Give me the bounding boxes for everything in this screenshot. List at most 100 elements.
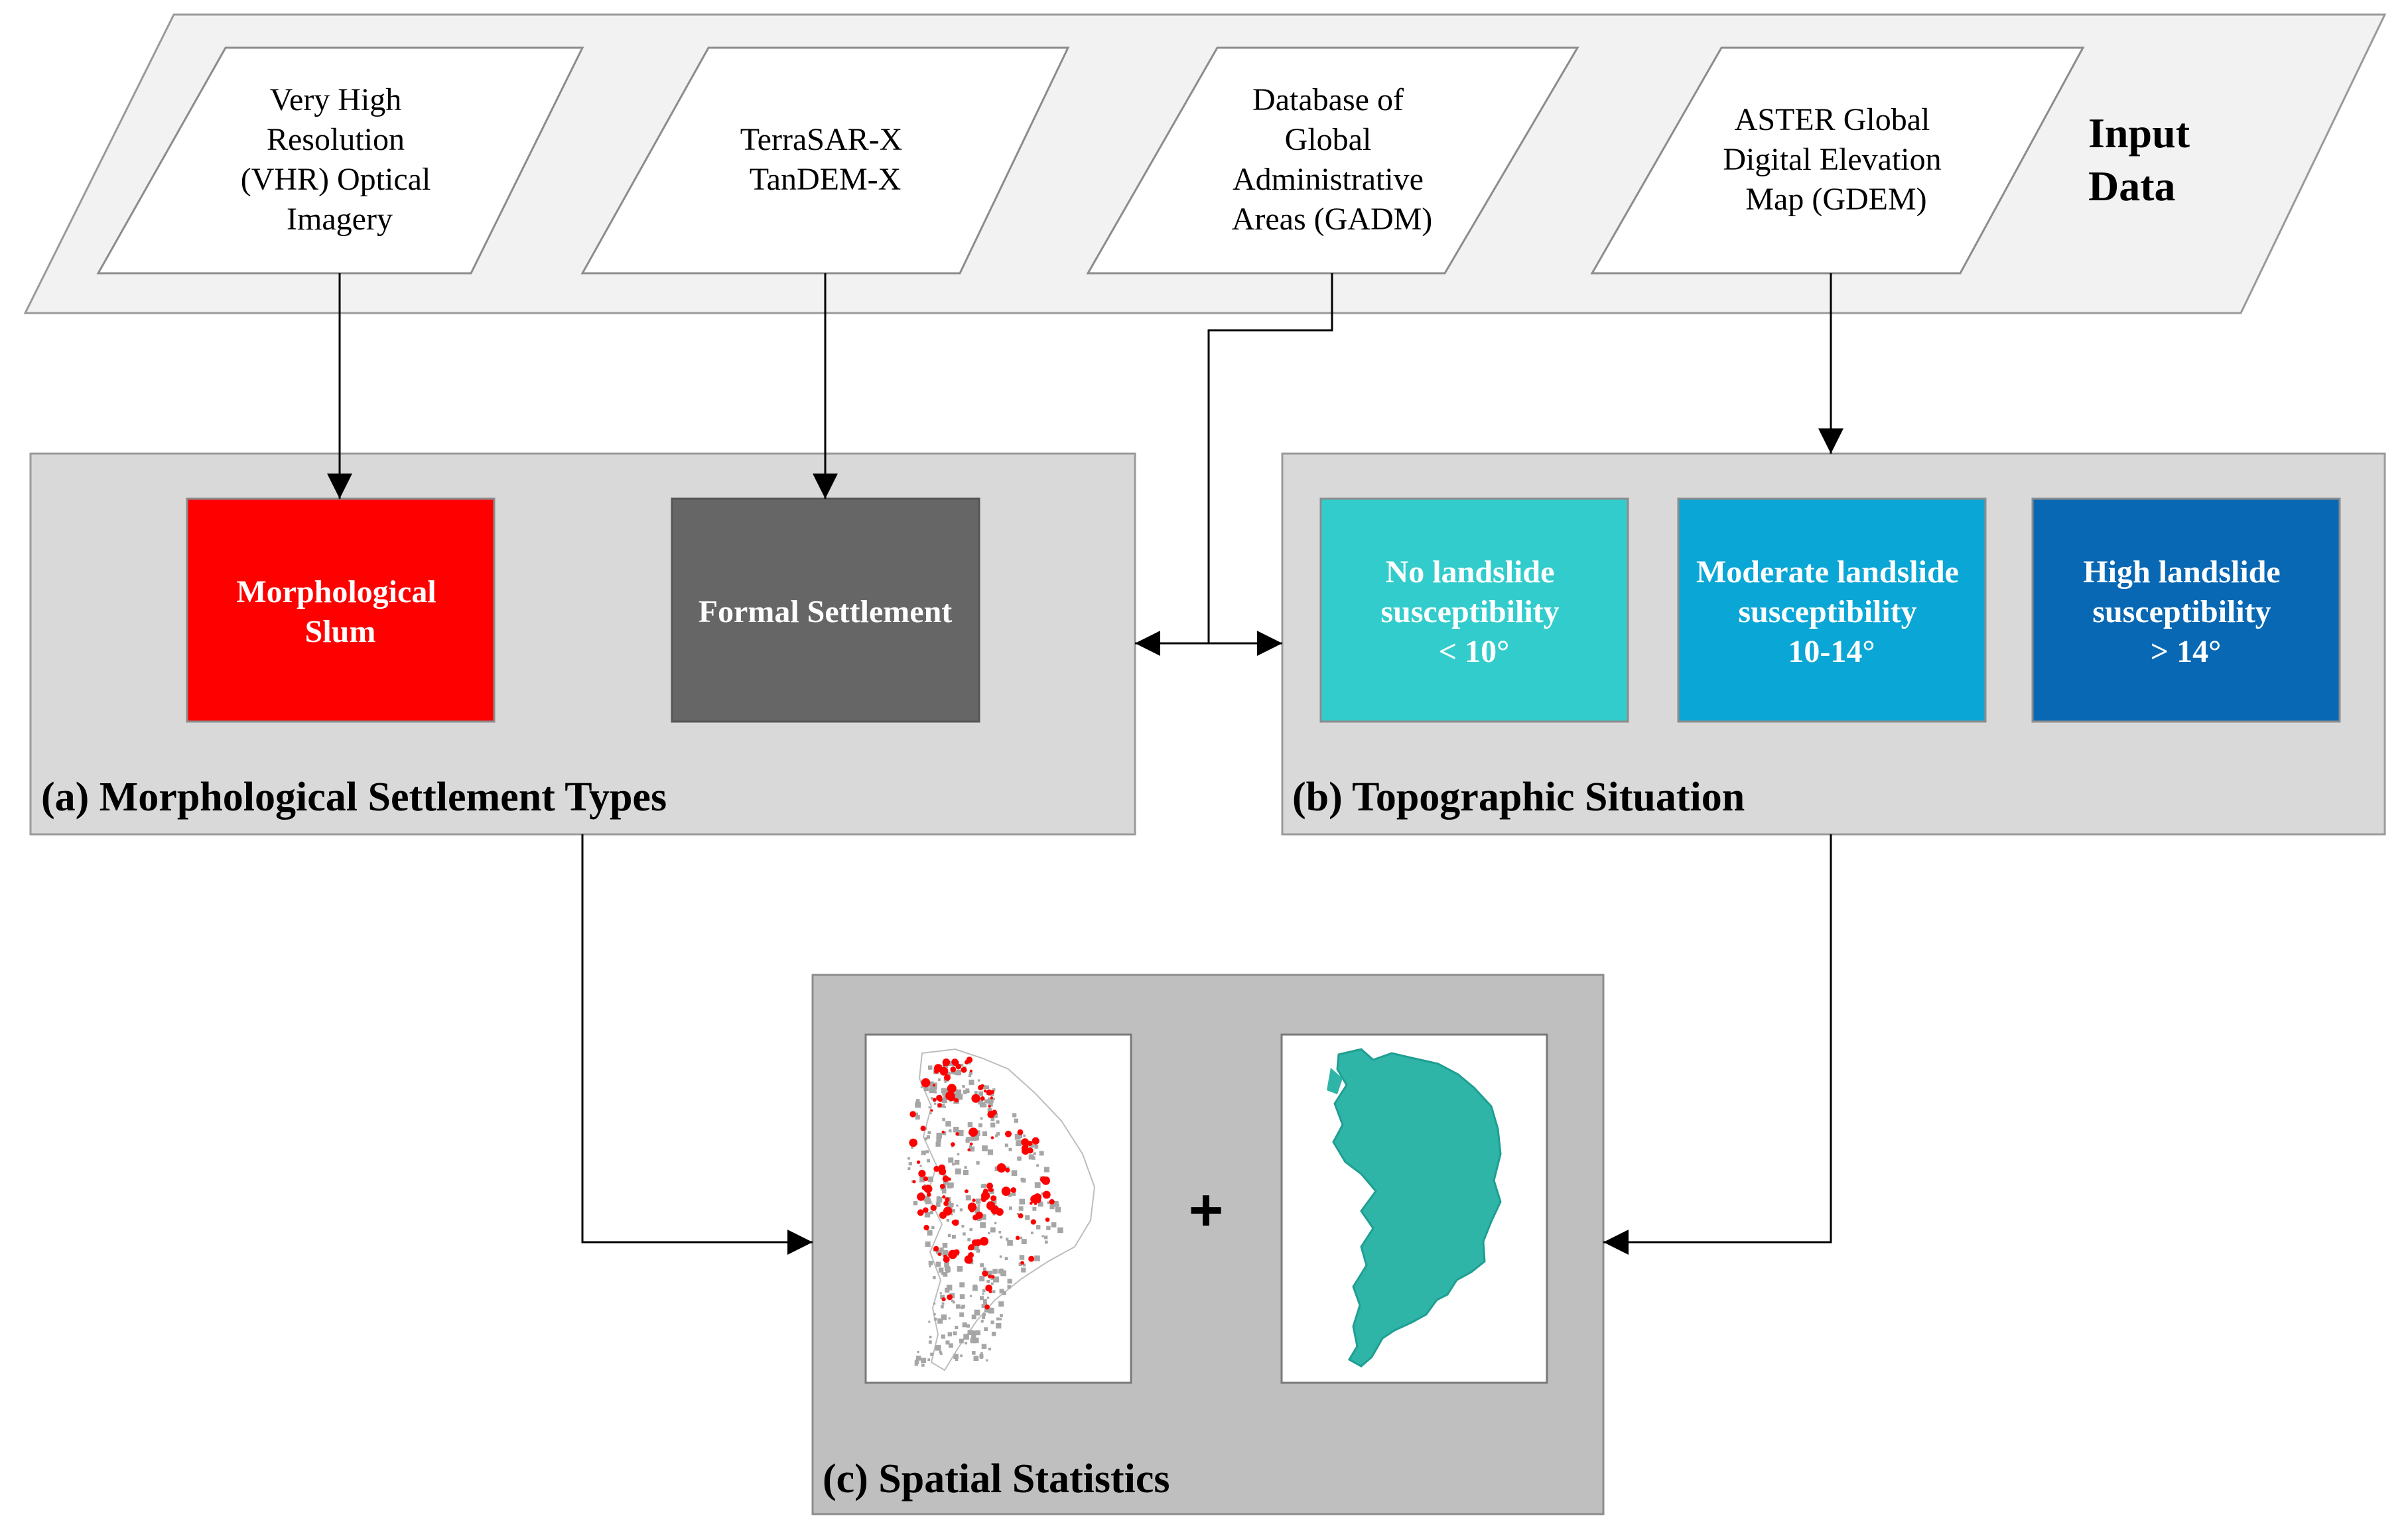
settlement-patch: [980, 1184, 985, 1188]
slum-patch: [937, 1103, 942, 1108]
settlement-patch: [958, 1267, 961, 1269]
slum-patch: [938, 1164, 946, 1172]
panel-b-title: (b) Topographic Situation: [1292, 775, 1745, 820]
settlement-patch: [963, 1334, 969, 1340]
settlement-patch: [992, 1269, 998, 1274]
slum-patch: [972, 1198, 976, 1202]
slum-patch: [941, 1297, 946, 1302]
settlement-patch: [947, 1271, 949, 1273]
settlement-patch: [963, 1170, 969, 1175]
settlement-patch: [965, 1088, 970, 1093]
settlement-patch: [980, 1356, 983, 1359]
settlement-patch: [913, 1200, 918, 1206]
slum-patch: [967, 1148, 970, 1151]
slum-patch: [953, 1249, 960, 1255]
settlement-patch: [945, 1121, 951, 1127]
settlement-patch: [1031, 1232, 1034, 1234]
settlement-patch: [982, 1289, 986, 1293]
slum-patch: [918, 1170, 926, 1178]
settlement-patch: [943, 1272, 948, 1277]
settlement-patch: [957, 1094, 963, 1100]
slum-patch: [939, 1184, 945, 1189]
settlement-patch: [971, 1332, 976, 1338]
settlement-patch: [929, 1112, 932, 1115]
slum-patch: [990, 1195, 996, 1202]
settlement-patch: [987, 1149, 994, 1155]
settlement-patch: [992, 1290, 996, 1293]
slum-patch: [969, 1069, 972, 1072]
slum-patch: [917, 1209, 924, 1216]
slum-patch: [982, 1270, 988, 1277]
settlement-patch: [948, 1129, 952, 1133]
settlement-patch: [994, 1222, 997, 1224]
settlement-patch: [945, 1088, 951, 1094]
settlement-patch: [967, 1122, 973, 1127]
elevation-map-image: [1327, 1048, 1502, 1368]
settlement-patch: [1056, 1203, 1059, 1207]
settlement-patch: [990, 1117, 995, 1121]
slum-patch: [975, 1211, 983, 1219]
slum-patch: [990, 1090, 994, 1094]
settlement-patch: [941, 1188, 947, 1194]
slum-patch: [969, 1142, 973, 1146]
settlement-patch: [1008, 1147, 1012, 1151]
settlement-patch: [955, 1089, 962, 1096]
settlement-patch: [991, 1332, 996, 1336]
settlement-patch: [929, 1265, 931, 1267]
settlement-patch: [938, 1267, 944, 1273]
settlement-patch: [921, 1150, 926, 1155]
settlement-patch: [1018, 1206, 1024, 1211]
settlement-patch: [952, 1163, 955, 1166]
settlement-patch: [967, 1330, 973, 1335]
slum-patch: [942, 1058, 951, 1066]
slum-patch: [955, 1063, 962, 1070]
slum-patch: [984, 1304, 990, 1310]
settlement-patch: [948, 1061, 953, 1066]
settlement-patch: [917, 1351, 919, 1354]
settlement-patch: [962, 1085, 965, 1088]
settlement-patch: [933, 1317, 937, 1321]
settlement-patch: [923, 1086, 929, 1092]
settlement-patch: [939, 1247, 944, 1252]
settlement-patch: [935, 1251, 939, 1254]
settlement-patch: [907, 1157, 910, 1160]
settlement-patch: [925, 1150, 929, 1154]
settlement-patch: [947, 1182, 953, 1188]
settlement-patch: [941, 1305, 944, 1309]
settlement-patch: [945, 1340, 950, 1345]
settlement-patch: [1020, 1177, 1024, 1182]
slum-patch: [912, 1180, 916, 1184]
settlement-patch: [1000, 1314, 1003, 1318]
moderate-landslide-box: [1677, 497, 1987, 723]
settlement-patch: [946, 1285, 953, 1291]
slum-patch: [947, 1294, 953, 1301]
settlement-patch: [936, 1132, 943, 1139]
settlement-patch: [935, 1141, 941, 1147]
slum-patch: [917, 1192, 925, 1201]
slum-patch: [988, 1274, 992, 1279]
settlement-patch: [927, 1131, 931, 1135]
slum-patch: [986, 1089, 992, 1096]
settlement-patch: [955, 1168, 961, 1175]
settlement-patch: [941, 1104, 945, 1108]
settlement-patch: [1017, 1156, 1022, 1161]
settlement-patch: [907, 1167, 911, 1171]
slum-patch: [980, 1096, 985, 1101]
slum-patch: [991, 1275, 995, 1279]
slum-patch: [985, 1284, 992, 1292]
moderate-landslide-label: Moderate landslide susceptibility 10-14°: [1696, 554, 1967, 669]
settlement-map-image: [907, 1048, 1096, 1372]
settlement-patch: [936, 1196, 943, 1203]
settlement-patch: [969, 1079, 974, 1085]
settlement-patch: [980, 1352, 983, 1355]
settlement-patch: [998, 1301, 1004, 1307]
slum-patch: [950, 1066, 957, 1072]
settlement-patch: [1004, 1143, 1008, 1147]
settlement-patch: [1006, 1238, 1009, 1241]
slum-patch: [923, 1176, 929, 1182]
settlement-patch: [990, 1277, 993, 1281]
settlement-patch: [957, 1153, 960, 1156]
settlement-patch: [987, 1108, 992, 1113]
settlement-patch: [961, 1305, 965, 1309]
